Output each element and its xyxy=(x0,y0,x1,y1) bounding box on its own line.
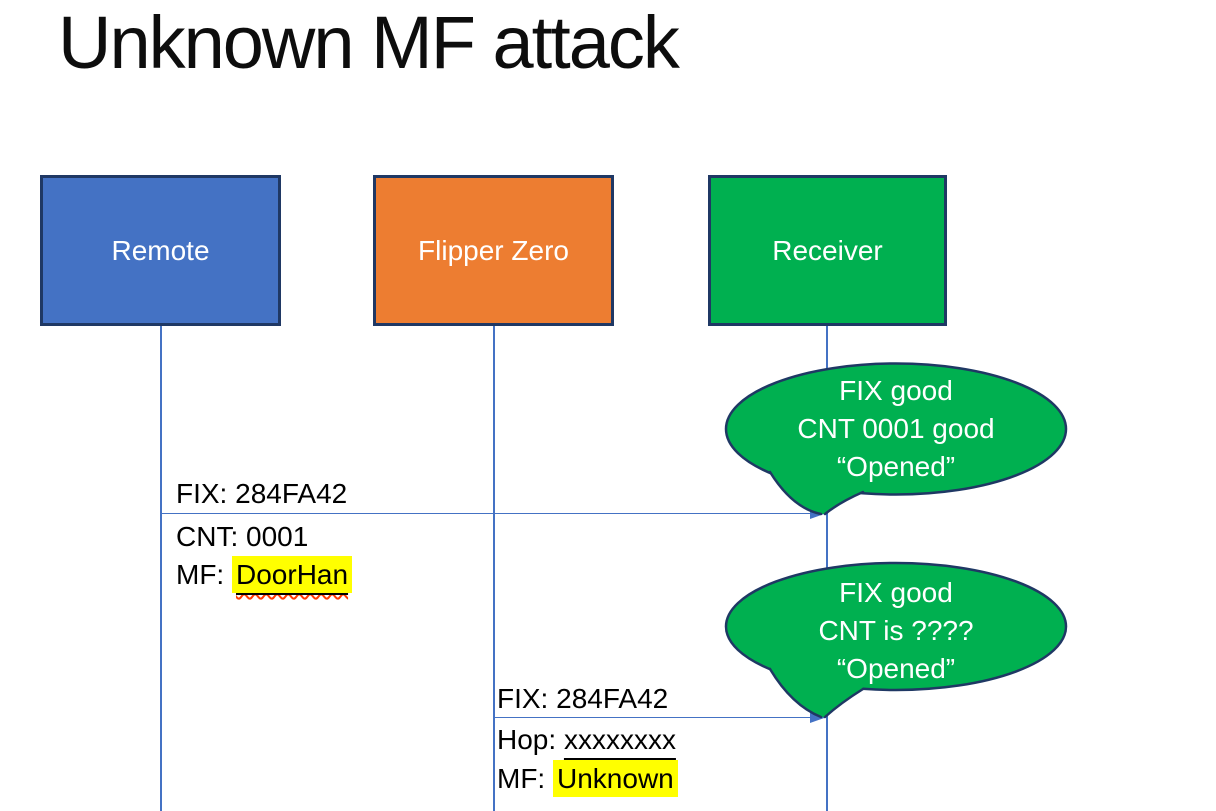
speech-bubble-2-text: FIX good CNT is ???? “Opened” xyxy=(726,566,1066,696)
message-1-mf-label: MF: DoorHan xyxy=(176,556,353,593)
speech-bubble-2-shape xyxy=(724,561,1068,719)
actor-box-receiver: Receiver xyxy=(708,175,947,326)
message-arrow-1-line xyxy=(161,512,811,514)
slide-title: Unknown MF attack xyxy=(58,1,680,84)
message-2-hop-prefix: Hop: xyxy=(497,724,557,755)
actor-box-flipper-zero: Flipper Zero xyxy=(373,175,614,326)
bubble-line: “Opened” xyxy=(836,451,956,482)
message-1-mf-prefix: MF: xyxy=(176,559,225,590)
message-2-hop-value: xxxxxxxx xyxy=(563,724,676,755)
lifeline-remote xyxy=(160,326,162,811)
message-2-hop-value-squiggle: xxxxxxxx xyxy=(564,724,676,755)
bubble-line: CNT 0001 good xyxy=(797,413,995,444)
message-1-fix-label: FIX: 284FA42 xyxy=(176,478,348,509)
message-1-mf-value: DoorHan xyxy=(236,559,349,590)
bubble-line: “Opened” xyxy=(836,653,956,684)
message-1-mf-value-highlight: DoorHan xyxy=(232,556,353,593)
message-2-mf-value-highlight: Unknown xyxy=(553,760,678,797)
actor-label-flipper-zero: Flipper Zero xyxy=(418,234,569,266)
message-2-mf-label: MF: Unknown xyxy=(497,760,678,797)
bubble-line: FIX good xyxy=(839,577,953,608)
bubble-line: FIX good xyxy=(839,375,953,406)
actor-label-remote: Remote xyxy=(111,234,210,266)
speech-bubble-1-text: FIX good CNT 0001 good “Opened” xyxy=(726,364,1066,494)
lifeline-flipper-zero xyxy=(493,326,495,811)
speech-bubble-1-tail xyxy=(770,459,863,514)
speech-bubble-2-tail xyxy=(770,656,863,717)
message-1-cnt-label: CNT: 0001 xyxy=(176,521,309,552)
message-2-mf-value: Unknown xyxy=(557,763,674,794)
speech-bubble-2: FIX good CNT is ???? “Opened” xyxy=(713,556,1083,724)
message-2-fix-label: FIX: 284FA42 xyxy=(497,683,669,714)
actor-box-remote: Remote xyxy=(40,175,281,326)
message-arrow-2-line xyxy=(494,716,811,718)
message-2-hop-label: Hop: xxxxxxxx xyxy=(497,724,676,756)
actor-label-receiver: Receiver xyxy=(772,234,883,266)
speech-bubble-1: FIX good CNT 0001 good “Opened” xyxy=(713,354,1083,522)
speech-bubble-1-shape xyxy=(724,362,1068,516)
bubble-line: CNT is ???? xyxy=(818,615,974,646)
message-2-mf-prefix: MF: xyxy=(497,763,546,794)
